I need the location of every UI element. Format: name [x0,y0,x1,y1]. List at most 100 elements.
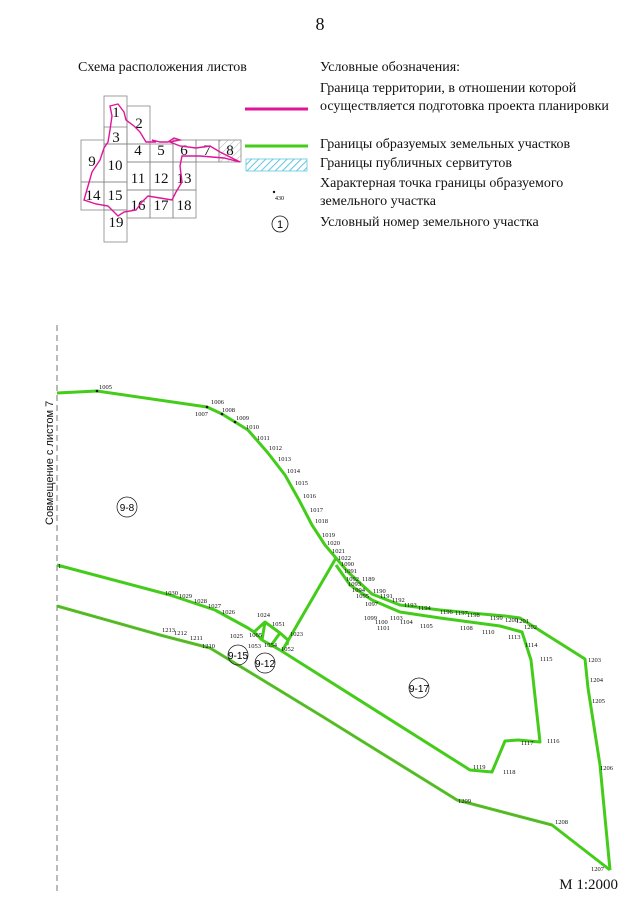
svg-text:15: 15 [108,188,123,204]
svg-text:1197: 1197 [455,610,469,617]
svg-text:1113: 1113 [508,634,521,641]
svg-text:1194: 1194 [418,605,432,612]
svg-text:1213: 1213 [162,627,175,634]
svg-text:1200: 1200 [505,617,518,624]
svg-text:1207: 1207 [591,866,605,873]
parcel-9-17-circle [408,677,430,699]
parcel-label-9-12: 9-12 [255,659,275,670]
svg-text:1015: 1015 [295,480,308,487]
svg-text:1013: 1013 [278,456,291,463]
svg-text:1110: 1110 [482,629,495,636]
svg-text:1201: 1201 [516,618,529,625]
svg-text:1204: 1204 [590,677,604,684]
svg-text:1115: 1115 [540,656,553,663]
svg-text:1025: 1025 [230,633,243,640]
svg-text:1189: 1189 [362,576,375,583]
svg-text:1026: 1026 [222,609,236,616]
svg-text:1190: 1190 [373,588,386,595]
legend-label-servitudes: Границы публичных сервитутов [320,156,512,171]
svg-text:1053: 1053 [248,643,261,650]
svg-text:1017: 1017 [310,507,324,514]
page-number: 8 [315,14,325,34]
svg-text:1007: 1007 [195,411,209,418]
svg-text:1209: 1209 [458,798,471,805]
svg-text:1027: 1027 [208,603,222,610]
svg-text:1114: 1114 [525,642,538,649]
svg-text:1016: 1016 [303,493,317,500]
legend-hatch [245,158,308,172]
svg-text:1: 1 [112,105,120,121]
svg-text:18: 18 [177,198,192,214]
svg-text:1020: 1020 [327,540,340,547]
svg-text:1018: 1018 [315,518,328,525]
svg-text:1019: 1019 [322,532,335,539]
svg-text:1210: 1210 [202,643,215,650]
svg-text:1104: 1104 [400,619,414,626]
svg-text:1006: 1006 [211,399,225,406]
svg-text:1095: 1095 [356,593,369,600]
legend-label-point: Характерная точка границы образуемого зе… [320,176,564,209]
svg-text:1099: 1099 [364,615,377,622]
svg-text:1093: 1093 [348,581,361,588]
svg-text:7: 7 [203,143,211,159]
svg-text:1101: 1101 [377,625,390,632]
svg-text:1052: 1052 [281,646,294,653]
svg-text:1030: 1030 [165,590,178,597]
svg-text:1008: 1008 [222,407,235,414]
svg-text:6: 6 [180,143,188,159]
svg-text:1011: 1011 [257,435,270,442]
parcel-label-9-17: 9-17 [409,684,429,695]
svg-text:1024: 1024 [257,612,271,619]
svg-text:1: 1 [58,563,61,570]
svg-text:1010: 1010 [246,424,259,431]
svg-text:1199: 1199 [490,615,503,622]
svg-text:1119: 1119 [473,764,486,771]
svg-text:2: 2 [135,116,143,132]
svg-text:1090: 1090 [341,561,354,568]
svg-text:13: 13 [177,171,192,187]
svg-text:1012: 1012 [269,445,282,452]
legend-circle-icon [271,215,289,233]
legend-label-parcels: Границы образуемых земельных участков [320,137,571,152]
svg-text:1092: 1092 [346,576,359,583]
svg-text:1205: 1205 [592,698,605,705]
svg-text:1028: 1028 [194,598,207,605]
legend-circle-sample: 1 [277,219,283,231]
svg-text:1192: 1192 [392,597,405,604]
parcel-label-9-8: 9-8 [120,503,135,514]
svg-text:1203: 1203 [588,657,601,664]
svg-text:8: 8 [226,143,234,159]
legend-title: Условные обозначения: [320,60,461,75]
svg-text:1193: 1193 [404,602,417,609]
svg-text:1118: 1118 [503,769,516,776]
svg-text:10: 10 [108,158,123,174]
svg-text:1117: 1117 [521,740,534,747]
svg-text:1208: 1208 [555,819,568,826]
svg-text:1100: 1100 [375,619,388,626]
svg-text:11: 11 [131,171,145,187]
parcel-9-8-circle [116,496,138,518]
svg-text:1054: 1054 [264,642,278,649]
svg-text:1191: 1191 [380,593,393,600]
svg-text:1091: 1091 [344,568,357,575]
svg-text:1108: 1108 [460,625,473,632]
sheet-join-label: Совмещение с листом 7 [44,400,56,525]
legend-point-sample: 430 [275,196,284,202]
svg-text:1009: 1009 [236,415,249,422]
svg-text:1094: 1094 [352,587,366,594]
svg-text:1029: 1029 [179,593,192,600]
svg-text:1103: 1103 [390,615,403,622]
map-scale: М 1:2000 [559,877,618,893]
svg-text:5: 5 [157,143,165,159]
svg-text:1005: 1005 [99,384,112,391]
svg-text:1023: 1023 [290,631,303,638]
svg-text:1021: 1021 [332,548,345,555]
parcel-9-15-circle [227,644,249,666]
svg-text:1206: 1206 [600,765,614,772]
svg-text:1014: 1014 [287,468,301,475]
scheme-title: Схема расположения листов [78,60,247,75]
svg-text:17: 17 [154,198,170,214]
